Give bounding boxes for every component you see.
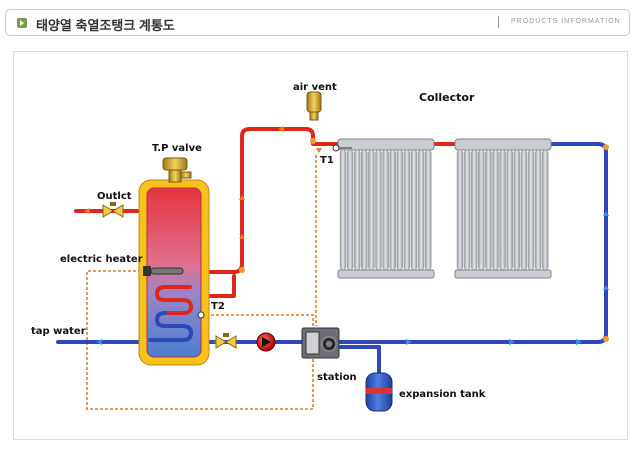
page-header: 태양열 축열조탱크 계통도 PRODUCTS INFORMATION [5,9,630,36]
vacuum-tube [485,149,492,271]
label-expansion-tank: expansion tank [399,389,486,400]
vacuum-tube [541,149,549,271]
outlet-valve-icon [102,202,124,218]
vacuum-tube [463,149,471,271]
vacuum-tube [417,149,425,271]
divider [498,16,499,28]
vacuum-tube [527,149,535,271]
vacuum-tube [375,149,382,271]
label-tap-water: tap water [31,326,86,337]
station-controller [301,327,340,359]
label-station: station [317,372,357,383]
pump-icon [256,332,276,352]
vacuum-tube [396,149,404,271]
vacuum-tube [403,149,411,271]
vacuum-tube [520,149,528,271]
vacuum-tube [368,149,375,271]
bullet-arrow-icon [17,18,27,28]
page-title: 태양열 축열조탱크 계통도 [36,18,175,33]
electric-heater [143,266,184,276]
label-collector: Collector [419,91,475,104]
label-electric-heater: electric heater [60,254,143,265]
vacuum-tube [353,149,361,271]
vacuum-tube [470,149,478,271]
label-t1: T1 [320,155,334,166]
control-wires [86,155,317,410]
vacuum-tube [456,149,464,271]
t1-sensor [332,144,352,152]
heat-exchanger-coil [148,285,194,342]
vacuum-tube [339,149,347,271]
vacuum-tube [513,149,521,271]
pipe-elbows [239,138,609,342]
vacuum-tube [492,149,499,271]
collector-right [454,138,552,279]
vacuum-tube [346,149,354,271]
air-vent-icon [306,91,322,121]
vacuum-tube [382,149,389,271]
diagram-frame [13,51,628,440]
vacuum-tube [534,149,542,271]
label-t2: T2 [211,301,225,312]
label-tp-valve: T.P valve [152,143,202,154]
section-label: PRODUCTS INFORMATION [511,18,621,25]
tp-valve-icon [162,157,192,183]
collector-left [337,138,435,279]
vacuum-tube [506,149,513,271]
inlet-valve-icon [215,333,237,349]
vacuum-tube [424,149,432,271]
expansion-tank [365,372,393,412]
vacuum-tube [410,149,418,271]
vacuum-tube [389,149,396,271]
vacuum-tube [499,149,506,271]
label-air-vent: air vent [293,82,337,93]
label-outlet: Outlct [97,191,132,202]
t2-sensor [197,311,205,319]
vacuum-tube [361,149,368,271]
vacuum-tube [478,149,485,271]
